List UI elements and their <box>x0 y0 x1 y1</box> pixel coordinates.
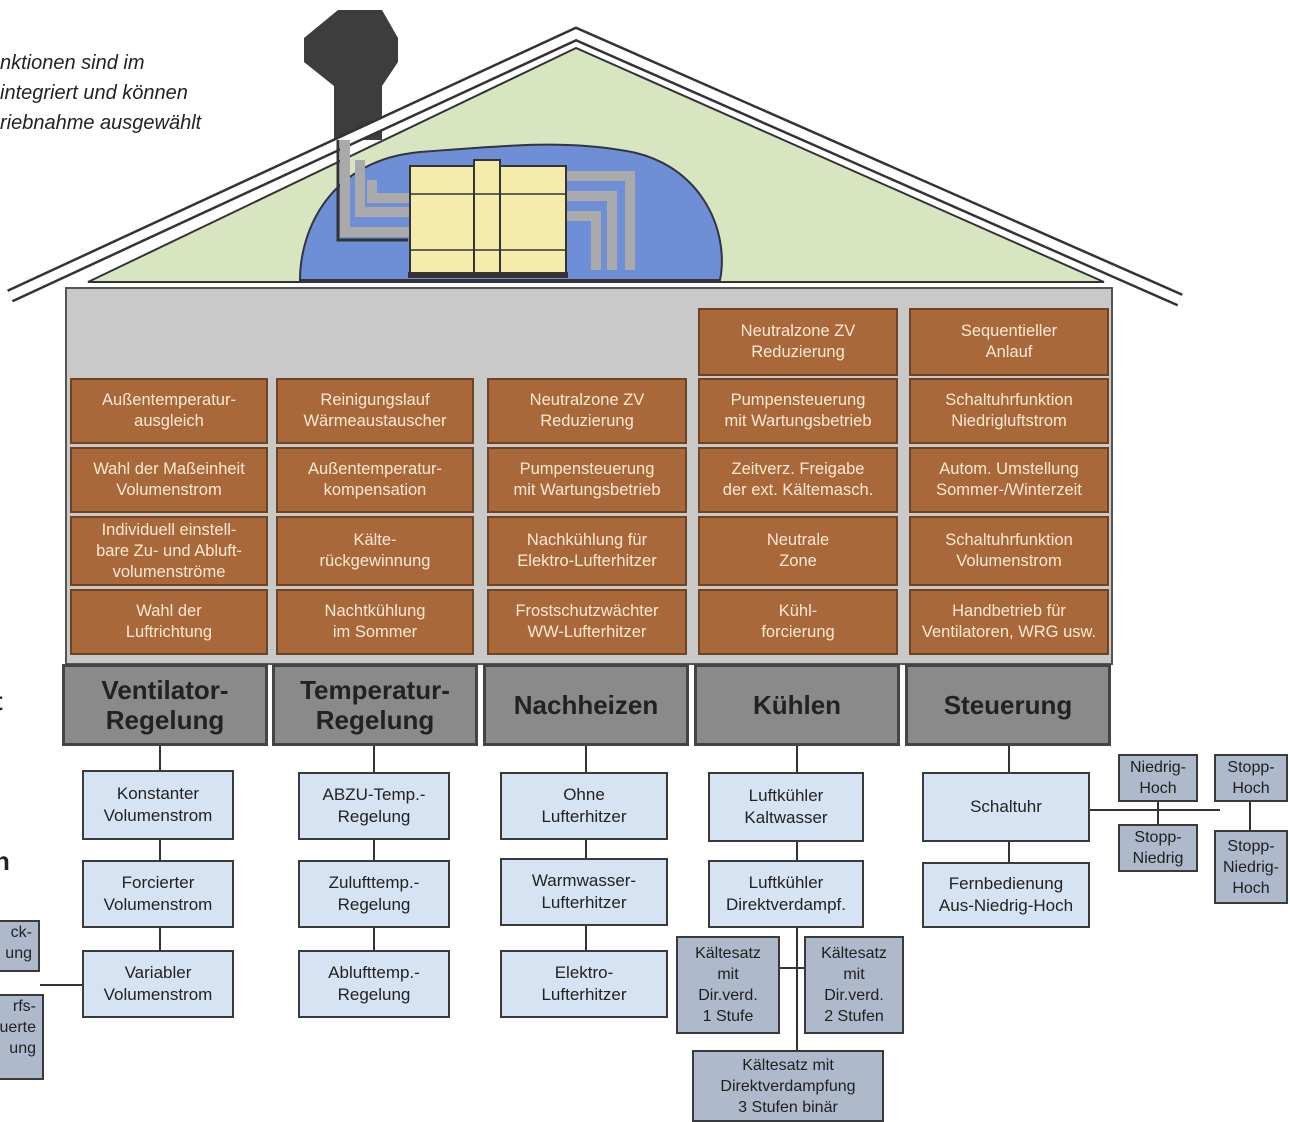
feature-box: Individuell einstell- bare Zu- und Abluf… <box>70 516 268 586</box>
category-temperatur-regelung: Temperatur- Regelung <box>272 664 478 746</box>
option-box: Ohne Lufterhitzer <box>500 772 668 840</box>
chimney <box>304 10 398 140</box>
edge-box: rfs- uerte ung <box>0 994 44 1080</box>
feature-box: Handbetrieb für Ventilatoren, WRG usw. <box>909 589 1109 655</box>
option-box: Elektro- Lufterhitzer <box>500 950 668 1018</box>
feature-box: Nachtkühlung im Sommer <box>276 589 474 655</box>
feature-box: Außentemperatur- ausgleich <box>70 378 268 444</box>
feature-box: Neutralzone ZV Reduzierung <box>487 378 687 444</box>
feature-box: Frostschutzwächter WW-Lufterhitzer <box>487 589 687 655</box>
feature-box: Reinigungslauf Wärmeaustauscher <box>276 378 474 444</box>
edge-box: ck- ung <box>0 920 40 972</box>
option-box: ABZU-Temp.- Regelung <box>298 772 450 840</box>
feature-box: Nachkühlung für Elektro-Lufterhitzer <box>487 516 687 586</box>
feature-box: Schaltuhrfunktion Niedrigluftstrom <box>909 378 1109 444</box>
feature-box: Schaltuhrfunktion Volumenstrom <box>909 516 1109 586</box>
sub-option-box: Kältesatz mit Dir.verd. 2 Stufen <box>804 936 904 1034</box>
option-box: Konstanter Volumenstrom <box>82 770 234 840</box>
edge-letter: n <box>0 846 10 876</box>
option-box: Forcierter Volumenstrom <box>82 860 234 928</box>
intro-text: nktionen sind im integriert und können r… <box>0 52 202 134</box>
category-kuehlen: Kühlen <box>694 664 900 746</box>
option-box: Luftkühler Kaltwasser <box>708 772 864 842</box>
feature-box: Zeitverz. Freigabe der ext. Kältemasch. <box>698 447 898 513</box>
option-box: Warmwasser- Lufterhitzer <box>500 858 668 926</box>
feature-box: Wahl der Luftrichtung <box>70 589 268 655</box>
feature-box: Sequentieller Anlauf <box>909 308 1109 376</box>
category-ventilator-regelung: Ventilator- Regelung <box>62 664 268 746</box>
sub-option-box: Stopp- Niedrig <box>1118 824 1198 872</box>
option-box: Variabler Volumenstrom <box>82 950 234 1018</box>
feature-box: Pumpensteuerung mit Wartungsbetrieb <box>698 378 898 444</box>
option-box: Ablufttemp.- Regelung <box>298 950 450 1018</box>
feature-box: Wahl der Maßeinheit Volumenstrom <box>70 447 268 513</box>
feature-box: Neutralzone ZV Reduzierung <box>698 308 898 376</box>
category-steuerung: Steuerung <box>905 664 1111 746</box>
option-box: Zulufttemp.- Regelung <box>298 860 450 928</box>
feature-box: Autom. Umstellung Sommer-/Winterzeit <box>909 447 1109 513</box>
sub-option-box: Niedrig- Hoch <box>1118 754 1198 802</box>
sub-option-box: Kältesatz mit Dir.verd. 1 Stufe <box>676 936 780 1034</box>
option-box: Schaltuhr <box>922 772 1090 842</box>
feature-box: Neutrale Zone <box>698 516 898 586</box>
category-nachheizen: Nachheizen <box>483 664 689 746</box>
feature-box: Pumpensteuerung mit Wartungsbetrieb <box>487 447 687 513</box>
edge-letter: t <box>0 686 3 717</box>
sub-option-box: Kältesatz mit Direktverdampfung 3 Stufen… <box>692 1050 884 1122</box>
sub-option-box: Stopp- Hoch <box>1214 754 1288 802</box>
feature-box: Kälte- rückgewinnung <box>276 516 474 586</box>
sub-option-box: Stopp- Niedrig- Hoch <box>1214 830 1288 904</box>
option-box: Fernbedienung Aus-Niedrig-Hoch <box>922 862 1090 928</box>
feature-box: Kühl- forcierung <box>698 589 898 655</box>
feature-box: Außentemperatur- kompensation <box>276 447 474 513</box>
option-box: Luftkühler Direktverdampf. <box>708 860 864 928</box>
